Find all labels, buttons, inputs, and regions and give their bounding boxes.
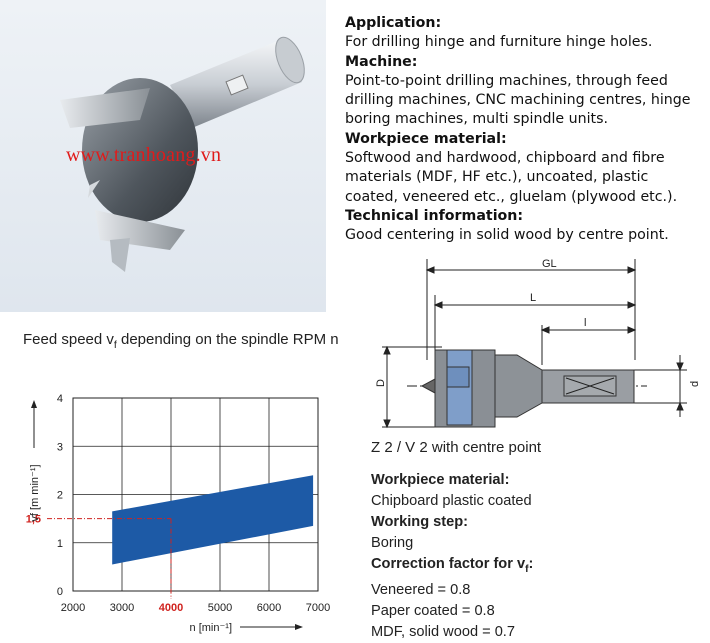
- product-photo: www.tranhoang.vn: [0, 0, 326, 312]
- y-tick-label: 0: [57, 586, 63, 598]
- drawing-caption: Z 2 / V 2 with centre point: [371, 439, 542, 456]
- factor-mdf: MDF, solid wood = 0.7: [371, 623, 515, 640]
- correction-factor-suffix: :: [528, 556, 534, 572]
- d-small-label: d: [689, 381, 701, 387]
- working-step-heading: Working step:: [371, 514, 469, 530]
- factor-veneered: Veneered = 0.8: [371, 581, 471, 598]
- working-step-value: Boring: [371, 535, 414, 551]
- drill-drawing-svg: GL L l D d: [375, 258, 701, 429]
- x-tick-label: 5000: [208, 602, 232, 614]
- spec-block: Application: For drilling hinge and furn…: [345, 14, 705, 246]
- y-axis-label: vf [m min⁻¹]: [29, 464, 41, 521]
- technical-drawing: GL L l D d: [352, 255, 707, 445]
- gl-label: GL: [542, 258, 557, 270]
- chart-title-sub: f: [113, 339, 117, 351]
- x-axis-arrow-head: [295, 624, 303, 630]
- y-tick-label: 2: [57, 490, 63, 502]
- x-tick-label: 4000: [159, 602, 183, 614]
- chart-svg: 2000 3000 4000 5000 6000 7000 0 1 2 3 4 1,5vf [m mi…: [26, 393, 331, 634]
- technical-text: Good centering in solid wood by centre p…: [345, 227, 669, 244]
- x-tick-label: 6000: [257, 602, 281, 614]
- correction-factor-sub: f: [525, 563, 529, 575]
- marker-y-label: 1,5: [26, 514, 41, 526]
- machine-heading: Machine:: [345, 53, 418, 70]
- d-cap-label: D: [375, 379, 387, 387]
- workpiece-material-value: Chipboard plastic coated: [371, 493, 532, 509]
- y-tick-label: 1: [57, 538, 63, 550]
- x-tick-label: 7000: [306, 602, 330, 614]
- technical-heading: Technical information:: [345, 207, 524, 224]
- y-axis-arrow-head: [31, 400, 37, 408]
- chart-title-prefix: Feed speed v: [23, 331, 114, 348]
- x-axis-label: n [min⁻¹]: [190, 622, 232, 634]
- l-small-label: l: [584, 317, 586, 329]
- feed-speed-band: [112, 475, 314, 565]
- chart-title: Feed speed vf depending on the spindle R…: [23, 330, 343, 355]
- factor-paper-coated: Paper coated = 0.8: [371, 602, 495, 619]
- workpiece-heading: Workpiece material:: [345, 130, 507, 147]
- hinge-drill-bit-image: [60, 36, 305, 272]
- machine-text: Point-to-point drilling machines, throug…: [345, 72, 691, 128]
- watermark-text: www.tranhoang.vn: [66, 144, 222, 166]
- chart-title-suffix: depending on the spindle RPM n: [116, 331, 339, 348]
- workpiece-material-heading: Workpiece material:: [371, 472, 510, 488]
- x-tick-label: 3000: [110, 602, 134, 614]
- l-cap-label: L: [530, 292, 536, 304]
- y-tick-label: 4: [57, 393, 63, 405]
- application-text: For drilling hinge and furniture hinge h…: [345, 34, 653, 51]
- correction-block: Workpiece material: Chipboard plastic co…: [371, 470, 701, 643]
- workpiece-text: Softwood and hardwood, chipboard and fib…: [345, 150, 678, 205]
- y-tick-label: 3: [57, 441, 63, 453]
- correction-factor-prefix: Correction factor for v: [371, 556, 526, 572]
- x-tick-label: 2000: [61, 602, 85, 614]
- correction-factor-heading: Correction factor for vf:: [371, 554, 701, 580]
- application-heading: Application:: [345, 15, 442, 31]
